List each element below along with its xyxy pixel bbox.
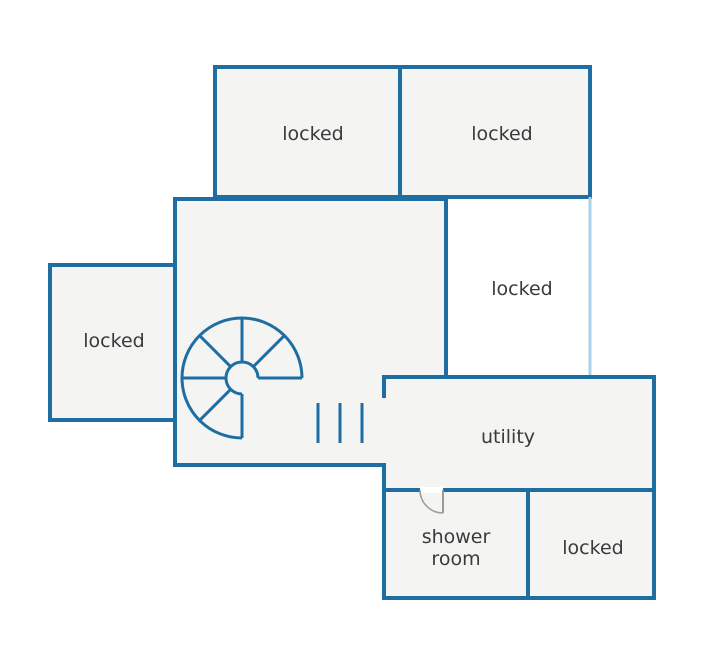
door-icon[interactable] xyxy=(419,487,444,514)
room-label-shower-line1: shower xyxy=(422,526,491,548)
room-shower[interactable]: shower room xyxy=(382,488,530,600)
spiral-staircase-icon xyxy=(180,316,304,440)
room-label-utility: utility xyxy=(481,426,535,448)
room-utility[interactable]: utility xyxy=(381,375,656,492)
room-left-locked[interactable]: locked xyxy=(48,263,177,422)
room-bottom-right-locked[interactable]: locked xyxy=(526,488,656,600)
room-label-top-left: locked xyxy=(282,123,343,145)
room-label-left: locked xyxy=(83,330,144,352)
room-right-middle-locked[interactable]: locked xyxy=(446,197,592,377)
steps-icon xyxy=(316,403,364,443)
room-label-right-middle: locked xyxy=(491,278,552,300)
room-label-bottom-right: locked xyxy=(562,537,623,559)
room-label-shower-line2: room xyxy=(431,548,480,570)
room-label-top-right: locked xyxy=(471,123,532,145)
room-top-right-locked[interactable]: locked xyxy=(398,65,592,199)
room-top-left-locked[interactable]: locked xyxy=(213,65,402,199)
